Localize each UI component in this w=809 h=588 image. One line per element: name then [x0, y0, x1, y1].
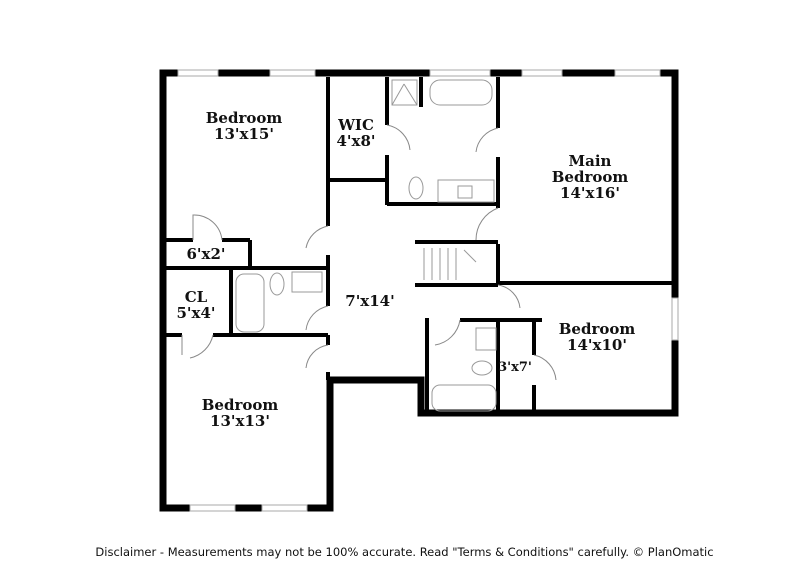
room-name: CL	[184, 288, 208, 306]
room-size: 5'x4'	[176, 304, 216, 322]
interior-walls	[163, 77, 675, 413]
room-name: Bedroom	[558, 320, 636, 338]
disclaimer: Disclaimer - Measurements may not be 100…	[95, 545, 714, 559]
room-size: 14'x10'	[567, 336, 627, 354]
fixtures	[235, 79, 497, 412]
room-size: 7'x14'	[345, 292, 395, 310]
door-swings	[181, 124, 557, 381]
room-label-hallway: 7'x14'	[345, 293, 394, 309]
room-size: 13'x15'	[214, 125, 274, 143]
stairs	[423, 248, 477, 280]
room-name: WIC	[338, 116, 374, 134]
windows	[177, 69, 679, 512]
room-label-closet-6x2: 6'x2'	[186, 246, 225, 262]
room-size: 6'x2'	[186, 245, 226, 263]
room-name: Bedroom	[201, 396, 279, 414]
room-size: 13'x13'	[210, 412, 270, 430]
room-size: 4'x8'	[336, 132, 376, 150]
room-label-closet-3x7: 3'x7'	[498, 360, 532, 376]
room-name: Bedroom	[205, 109, 283, 127]
room-size: 3'x7'	[498, 360, 532, 375]
room-name: Main Bedroom	[551, 152, 629, 186]
room-size: 14'x16'	[560, 184, 620, 202]
